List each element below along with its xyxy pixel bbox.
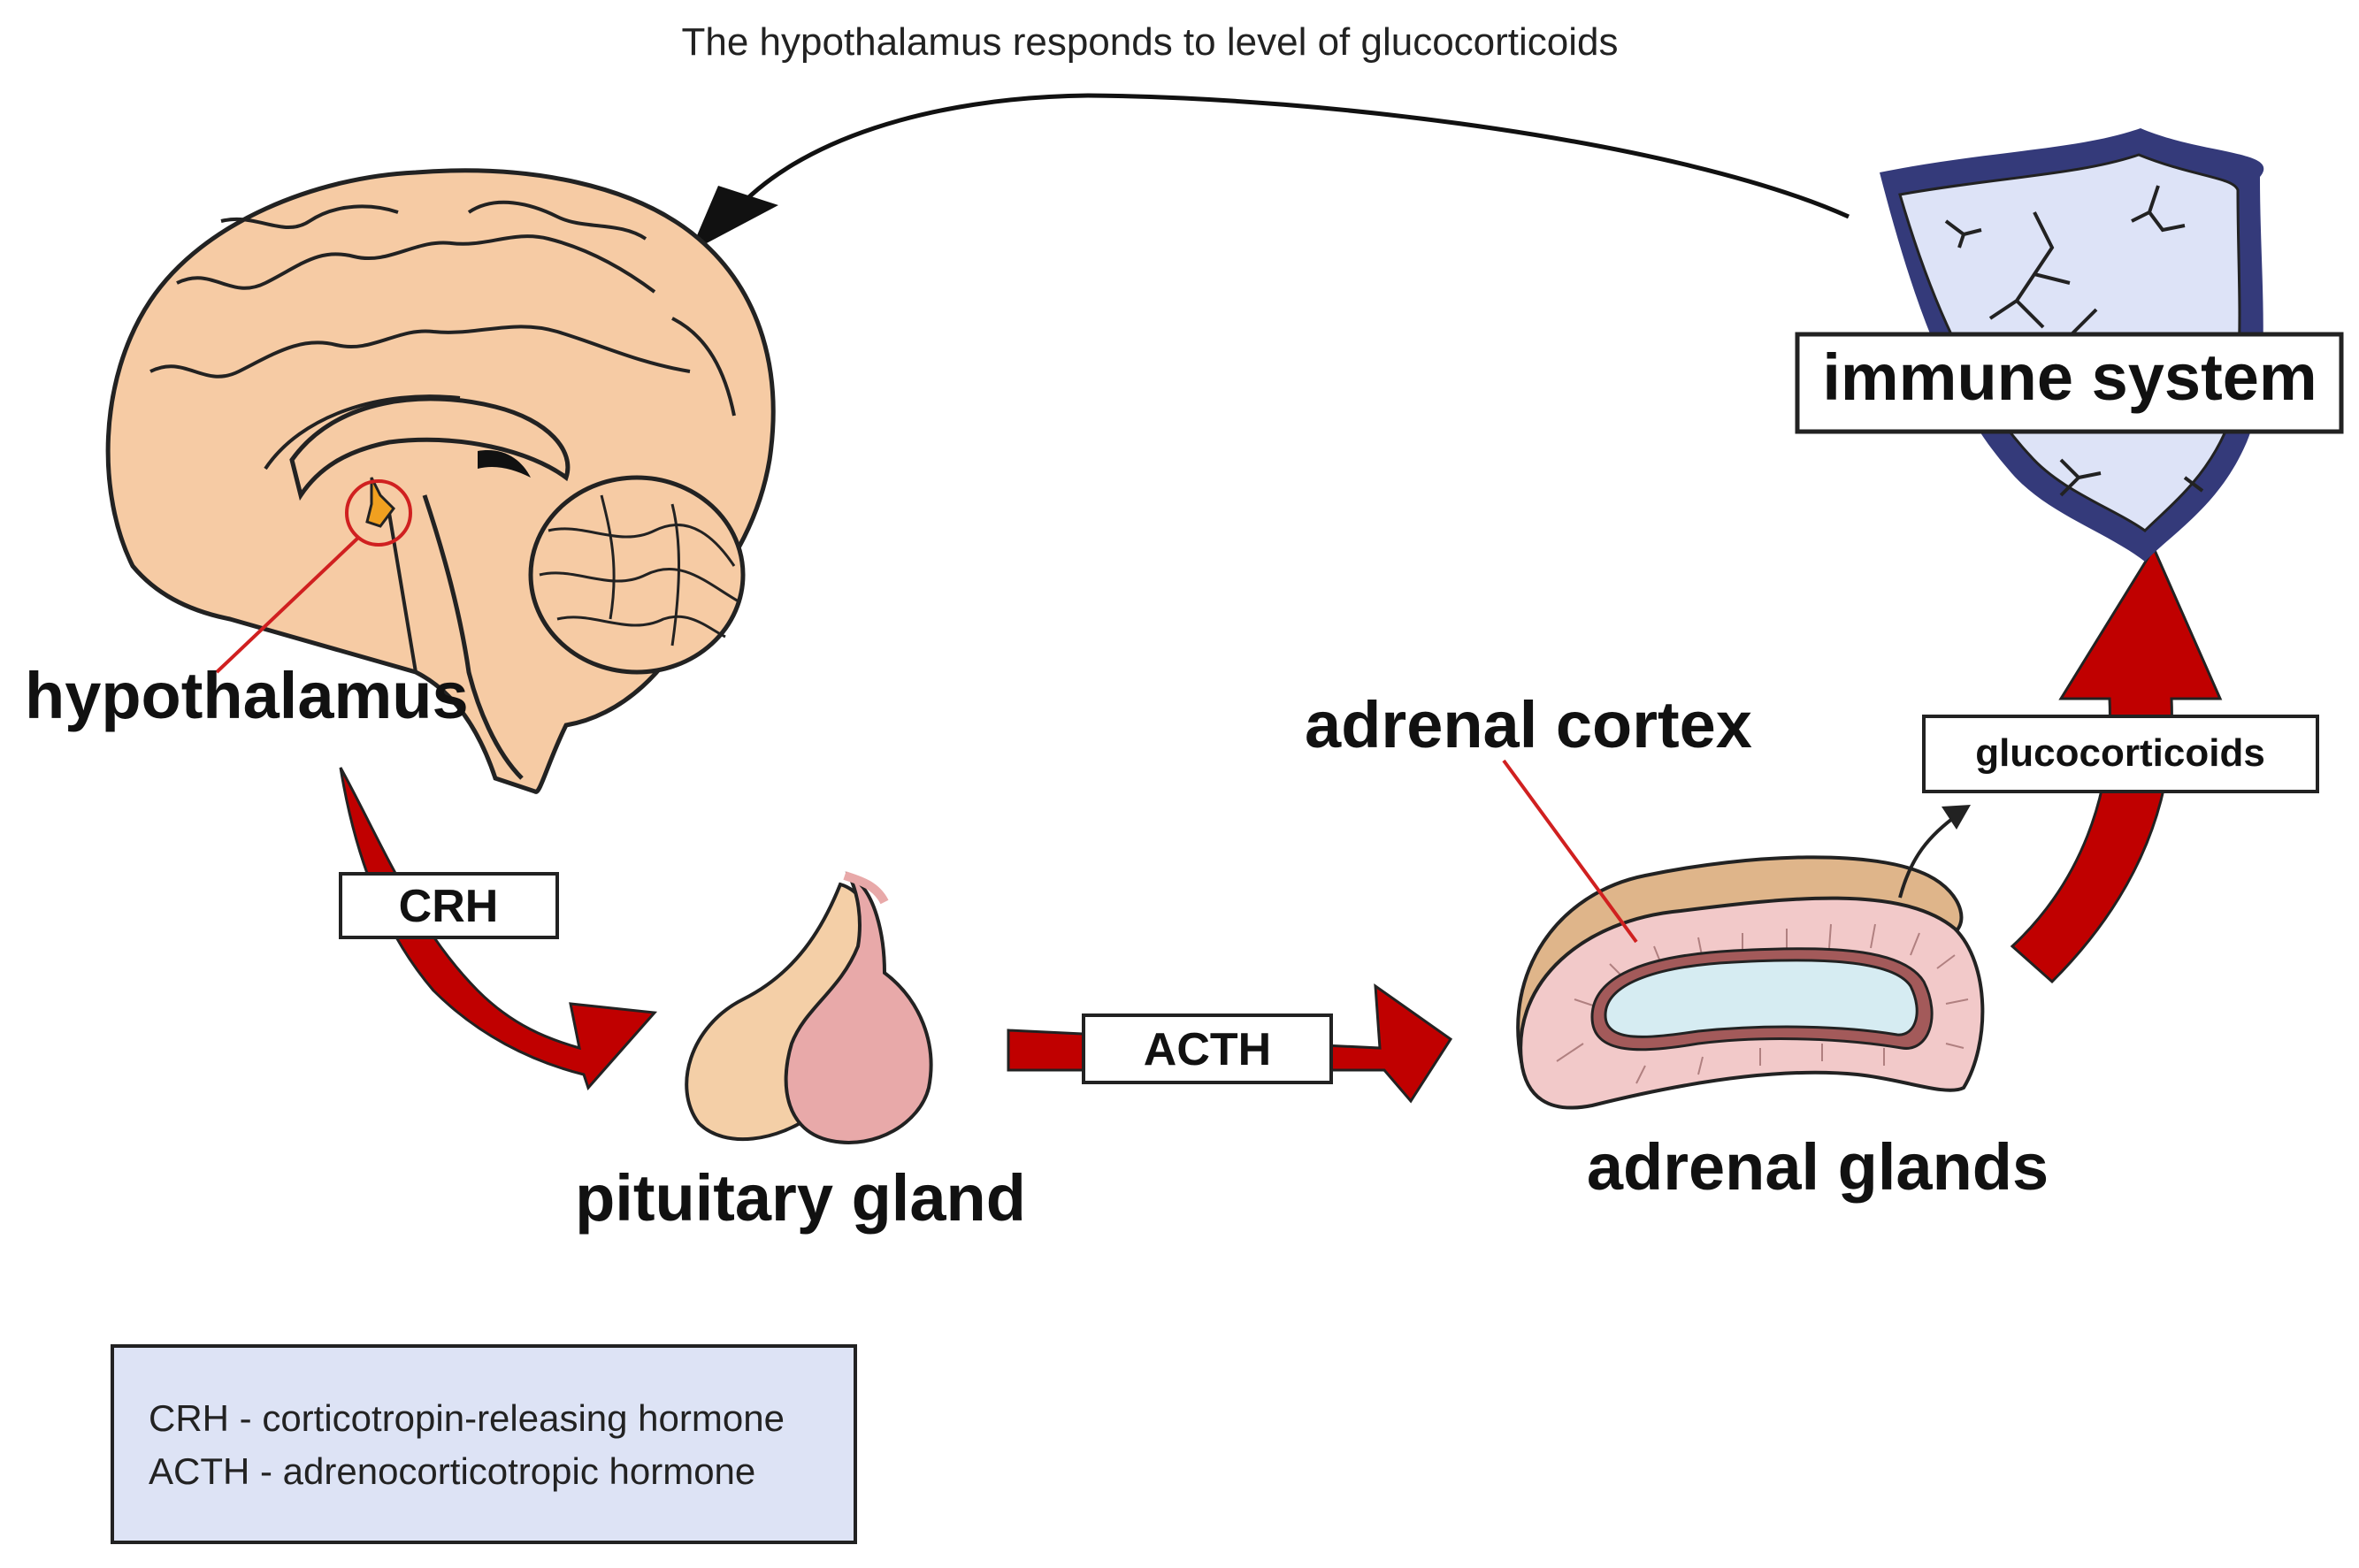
pituitary-gland-icon bbox=[685, 871, 933, 1144]
pituitary-gland-label: pituitary gland bbox=[575, 1161, 1026, 1235]
legend: CRH - corticotropin-releasing hormone AC… bbox=[111, 1344, 857, 1544]
legend-line-crh: CRH - corticotropin-releasing hormone bbox=[149, 1397, 785, 1439]
adrenal-cortex-pointer bbox=[1502, 759, 1638, 944]
legend-box bbox=[111, 1344, 857, 1544]
immune-system-box bbox=[1795, 332, 2344, 434]
feedback-arrow bbox=[690, 93, 1850, 252]
immune-system-label: immune system bbox=[1822, 340, 2317, 414]
brain-icon bbox=[105, 168, 776, 794]
acth-label: ACTH bbox=[1144, 1024, 1271, 1075]
glucocorticoids-box bbox=[1922, 715, 2319, 793]
hypothalamus-region bbox=[365, 477, 395, 528]
adrenal-gland-icon bbox=[1502, 759, 1985, 1110]
acth-box bbox=[1082, 1013, 1333, 1084]
adrenal-glands-label: adrenal glands bbox=[1587, 1130, 2049, 1204]
hypothalamus-pointer bbox=[215, 536, 360, 674]
feedback-caption: The hypothalamus responds to level of gl… bbox=[681, 20, 1618, 64]
legend-line-acth: ACTH - adrenocorticotropic hormone bbox=[149, 1450, 755, 1492]
glucocorticoid-release-arrow bbox=[1898, 805, 1971, 899]
crh-label: CRH bbox=[399, 881, 499, 932]
adrenal-cortex-label: adrenal cortex bbox=[1305, 688, 1752, 761]
glucocorticoids-label: glucocorticoids bbox=[1975, 731, 2265, 775]
cerebellum bbox=[528, 475, 746, 675]
crh-box bbox=[339, 872, 559, 939]
hypothalamus-circle bbox=[345, 479, 412, 547]
hypothalamus-label: hypothalamus bbox=[25, 659, 469, 732]
